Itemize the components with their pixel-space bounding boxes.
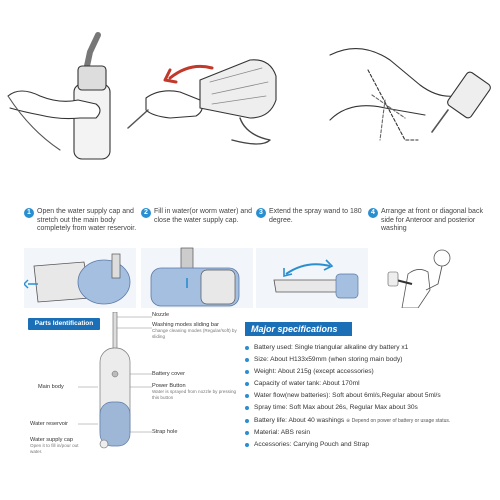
usage-illustrations <box>7 32 491 160</box>
illustration-twist-open <box>127 59 277 145</box>
bullet-icon <box>245 418 249 423</box>
spec-item: Capacity of water tank: About 170ml <box>245 378 495 390</box>
specifications-list: Battery used: Single triangular alkaline… <box>245 342 495 451</box>
spec-text: Weight: About 215g (except accessories) <box>254 368 374 376</box>
step-text: Fill in water(or worm water) and close t… <box>154 208 253 224</box>
label-sliding-bar: Washing modes sliding bar Change cleanin… <box>152 322 250 339</box>
label-subtext: Open it to fill in/pour out water. <box>30 443 79 454</box>
label-text: Strap hole <box>152 429 178 435</box>
bullet-icon <box>245 394 249 399</box>
label-main-body: Main body <box>38 384 64 390</box>
spec-item: Weight: About 215g (except accessories) <box>245 366 495 378</box>
step-2-picture <box>141 247 253 308</box>
label-text: Water supply cap <box>30 437 74 443</box>
illustration-seated-usage <box>329 48 491 141</box>
spec-text: Water flow(new batteries): Soft about 6m… <box>254 392 441 400</box>
spec-text: Material: ABS resin <box>254 428 311 436</box>
spec-item: Spray time: Soft Max about 26s, Regular … <box>245 402 495 414</box>
step-number: 3 <box>256 208 266 218</box>
label-text: Main body <box>38 384 64 390</box>
label-strap-hole: Strap hole <box>152 429 178 435</box>
bullet-icon <box>245 430 249 435</box>
step-4-picture <box>387 249 451 308</box>
spec-text: Battery used: Single triangular alkaline… <box>254 344 409 351</box>
step-1-picture <box>24 248 136 308</box>
illustration-fill-under-tap <box>7 32 111 160</box>
label-text: Nozzle <box>152 312 170 318</box>
bullet-icon <box>245 442 249 447</box>
spec-text: Accessories: Carrying Pouch and Strap <box>254 440 370 448</box>
spec-item: Size: About H133x59mm (when storing main… <box>245 354 495 366</box>
spec-text: Capacity of water tank: About 170ml <box>254 380 360 388</box>
bullet-icon <box>245 382 249 387</box>
label-subtext: Water is sprayed from nozzle by pressing… <box>152 389 237 400</box>
label-power-button: Power Button Water is sprayed from nozzl… <box>152 383 240 400</box>
spec-text: Size: About H133x59mm (when storing main… <box>254 356 403 364</box>
step-number: 4 <box>368 208 378 218</box>
label-water-supply-cap: Water supply cap Open it to fill in/pour… <box>30 437 92 454</box>
bullet-icon <box>245 346 249 350</box>
spec-text: Battery life: About 40 washings <box>254 416 346 424</box>
spec-item: Water flow(new batteries): Soft about 6m… <box>245 390 495 402</box>
label-battery-cover: Battery cover <box>152 371 185 377</box>
bullet-icon <box>245 358 249 363</box>
label-water-reservoir: Water reservoir <box>30 421 68 427</box>
step-text: Arrange at front or diagonal back side f… <box>381 208 483 232</box>
spec-item: Material: ABS resin <box>245 427 495 439</box>
spec-item: Battery life: About 40 washings ※ Depend… <box>245 415 495 427</box>
step-text: Open the water supply cap and stretch ou… <box>37 208 137 232</box>
parts-identification-title: Parts Identification <box>28 318 100 330</box>
label-text: Washing modes sliding bar <box>152 322 219 328</box>
bullet-icon <box>245 370 249 375</box>
label-text: Water reservoir <box>30 421 69 427</box>
label-text: Battery cover <box>152 371 185 377</box>
step-number: 2 <box>141 208 151 218</box>
label-text: Power Button <box>152 383 186 389</box>
label-subtext: Change cleaning modes (Regular/soft) by … <box>152 328 237 339</box>
step-number: 1 <box>24 208 34 218</box>
spec-note: ※ Depend on power of battery or usage st… <box>346 417 451 424</box>
label-nozzle: Nozzle <box>152 312 169 318</box>
device-diagram <box>78 312 152 449</box>
bullet-icon <box>245 406 249 411</box>
major-specifications-title: Major specifications <box>245 322 352 336</box>
spec-item: Accessories: Carrying Pouch and Strap <box>245 439 495 451</box>
step-text: Extend the spray wand to 180 degree. <box>269 208 362 224</box>
step-3-picture <box>256 248 368 308</box>
spec-item: Battery used: Single triangular alkaline… <box>245 342 495 354</box>
spec-text: Spray time: Soft Max about 26s, Regular … <box>254 404 418 412</box>
